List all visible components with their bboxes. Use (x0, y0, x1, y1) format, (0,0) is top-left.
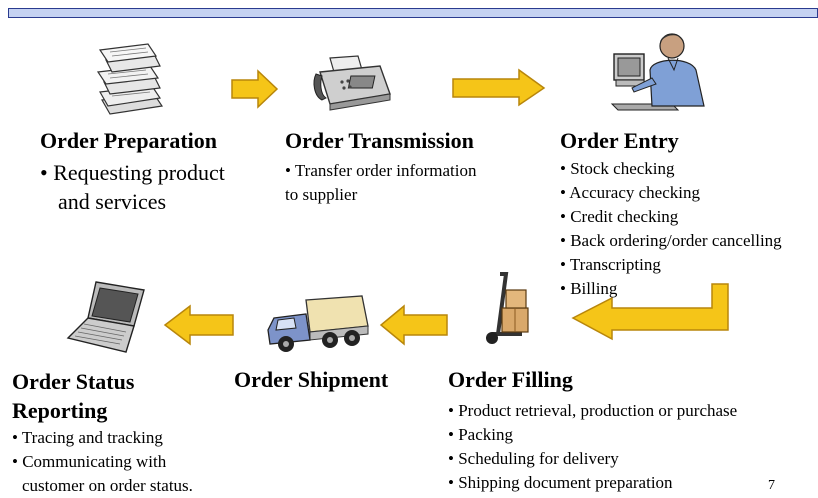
bullet-item: • Stock checking (560, 159, 675, 178)
bullet-item: to supplier (285, 185, 358, 204)
bullet-item: • Transfer order information (285, 161, 477, 180)
stage-title-filling: Order Filling (448, 367, 573, 392)
bullet-item: • Credit checking (560, 207, 679, 226)
page-number: 7 (768, 478, 775, 493)
bullet-item: • Back ordering/order cancelling (560, 231, 782, 250)
bullet-item: • Billing (560, 279, 618, 298)
paper-stack-icon (96, 43, 164, 115)
title-line: Reporting (12, 398, 108, 423)
stage-title-shipment: Order Shipment (234, 367, 389, 392)
delivery-truck-icon (267, 295, 369, 352)
title-line: Order Status (12, 369, 135, 394)
hand-truck-boxes-icon (486, 272, 529, 344)
stage-title-preparation: Order Preparation (40, 128, 217, 153)
stage-title-entry: Order Entry (560, 128, 679, 153)
fax-machine-icon (313, 55, 391, 111)
stage-bullets-preparation: • Requesting product and services (40, 158, 225, 216)
bullet-item: • Tracing and tracking (12, 428, 163, 447)
title-bar (8, 8, 818, 18)
stage-title-status: Order Status Reporting (12, 367, 134, 425)
bullet-item: • Product retrieval, production or purch… (448, 401, 738, 420)
bullet-item: • Communicating with (12, 452, 167, 471)
bullet-item: • Shipping document preparation (448, 473, 673, 492)
stage-bullets-transmission: • Transfer order information to supplier (285, 159, 477, 207)
stage-title-transmission: Order Transmission (285, 128, 474, 153)
arrow-transmission-to-entry (452, 68, 546, 107)
laptop-icon (66, 281, 145, 353)
bullet-item: • Transcripting (560, 255, 661, 274)
clerk-at-computer-icon (610, 33, 705, 111)
stage-bullets-filling: • Product retrieval, production or purch… (448, 399, 737, 495)
arrow-filling-to-shipment (379, 304, 448, 346)
bullet-item: • Packing (448, 425, 513, 444)
arrow-preparation-to-transmission (231, 69, 279, 109)
bullet-item: • Accuracy checking (560, 183, 700, 202)
bullet-item: • Requesting product (40, 160, 225, 185)
stage-bullets-entry: • Stock checking • Accuracy checking • C… (560, 157, 782, 301)
bullet-item: and services (58, 189, 167, 214)
arrow-shipment-to-status (163, 304, 234, 346)
bullet-item: customer on order status. (22, 476, 193, 495)
bullet-item: • Scheduling for delivery (448, 449, 619, 468)
arrow-entry-to-filling (571, 283, 729, 341)
stage-bullets-status: • Tracing and tracking • Communicating w… (12, 426, 193, 498)
